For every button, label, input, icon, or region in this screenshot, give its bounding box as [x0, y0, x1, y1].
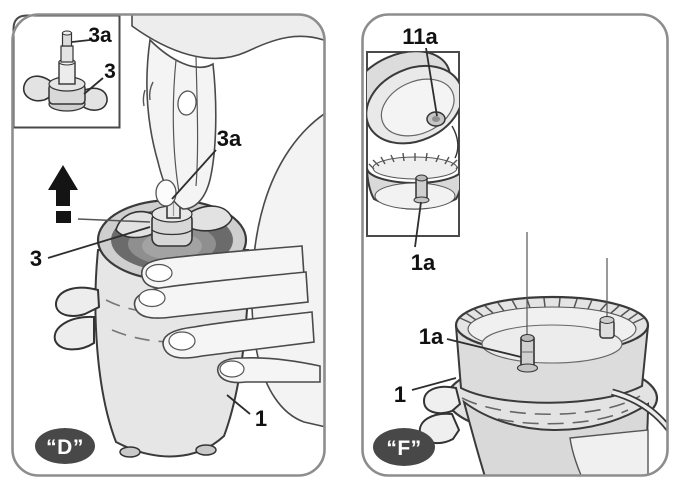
collar-latch-clip: [422, 385, 462, 415]
panel-f: 11a 1a 1a 1 “F”: [361, 13, 669, 477]
hand-holding-bowl: [133, 108, 324, 430]
step-badge-d: “D”: [35, 428, 95, 464]
step-badge-d-label: “D”: [46, 436, 84, 459]
panel-d-artwork: [48, 15, 324, 458]
bowl-latch-clip: [55, 286, 101, 317]
leader-line: [411, 377, 457, 391]
thumbnail: [219, 360, 245, 378]
finger-crease: [195, 55, 199, 187]
finger: [162, 311, 315, 359]
fingernail: [168, 331, 196, 351]
panel-f-inset: 11a 1a: [366, 24, 460, 275]
panel-f-artwork: [418, 232, 667, 475]
inset-blade-label: 3: [104, 60, 116, 83]
hand: [146, 38, 217, 210]
panel-d-inset: 3a 3: [12, 14, 121, 129]
fingernail: [145, 263, 173, 283]
pin-label: 1a: [419, 324, 444, 349]
bowl-label: 1: [394, 382, 406, 407]
inset-shaft-label: 3a: [88, 24, 112, 47]
cup-floor: [481, 324, 623, 364]
panel-d-border: [11, 13, 326, 477]
reference-line: [77, 218, 151, 223]
fingertip: [155, 179, 177, 207]
leader-line: [171, 149, 217, 200]
lid-hinge: [451, 125, 459, 159]
power-cord-highlight: [611, 390, 667, 443]
thumbnail: [177, 90, 197, 116]
leader-line: [71, 39, 91, 43]
motion-dash: [148, 81, 154, 101]
up-arrow-icon: [48, 165, 78, 223]
chopper-base-illustration: [418, 232, 667, 475]
blade-label: 3: [30, 246, 42, 271]
panel-d: 3a 3 3a 3 1 “D”: [11, 13, 326, 477]
bowl-foot: [119, 446, 141, 458]
leader-line: [226, 394, 251, 415]
leader-line: [414, 201, 422, 248]
bowl-latch-clip: [53, 315, 95, 351]
motion-dash: [142, 89, 146, 107]
lid-socket-center: [432, 116, 440, 122]
rim-ribs: [459, 297, 645, 324]
panel-f-border: [361, 13, 669, 477]
side-knob: [599, 316, 615, 339]
leader-line: [446, 338, 522, 358]
leader-line: [47, 226, 151, 259]
forearm: [131, 15, 324, 60]
bowl-label: 1: [255, 406, 267, 431]
lid-socket-label: 11a: [402, 24, 438, 49]
leader-line: [83, 77, 104, 95]
fingernail: [138, 288, 166, 308]
blade-wing-right: [187, 205, 233, 232]
collar-dash-line: [461, 395, 641, 416]
body-recess-panel: [569, 429, 649, 475]
blade-part-icon: [22, 30, 108, 112]
step-badge-f: “F”: [373, 428, 435, 466]
leader-line: [425, 47, 438, 117]
hand-pulling-blade: [131, 15, 324, 210]
blade-hub-band: [151, 229, 193, 236]
shaft-label: 3a: [217, 126, 242, 151]
bowl-foot: [195, 444, 217, 456]
inset-rim-ribs: [368, 152, 459, 170]
thumb: [216, 357, 321, 384]
inset-pin-label: 1a: [411, 250, 436, 275]
step-badge-f-label: “F”: [386, 437, 421, 460]
drive-pin: [516, 333, 539, 373]
open-lid-icon: [367, 52, 459, 210]
finger-crease: [172, 59, 180, 193]
